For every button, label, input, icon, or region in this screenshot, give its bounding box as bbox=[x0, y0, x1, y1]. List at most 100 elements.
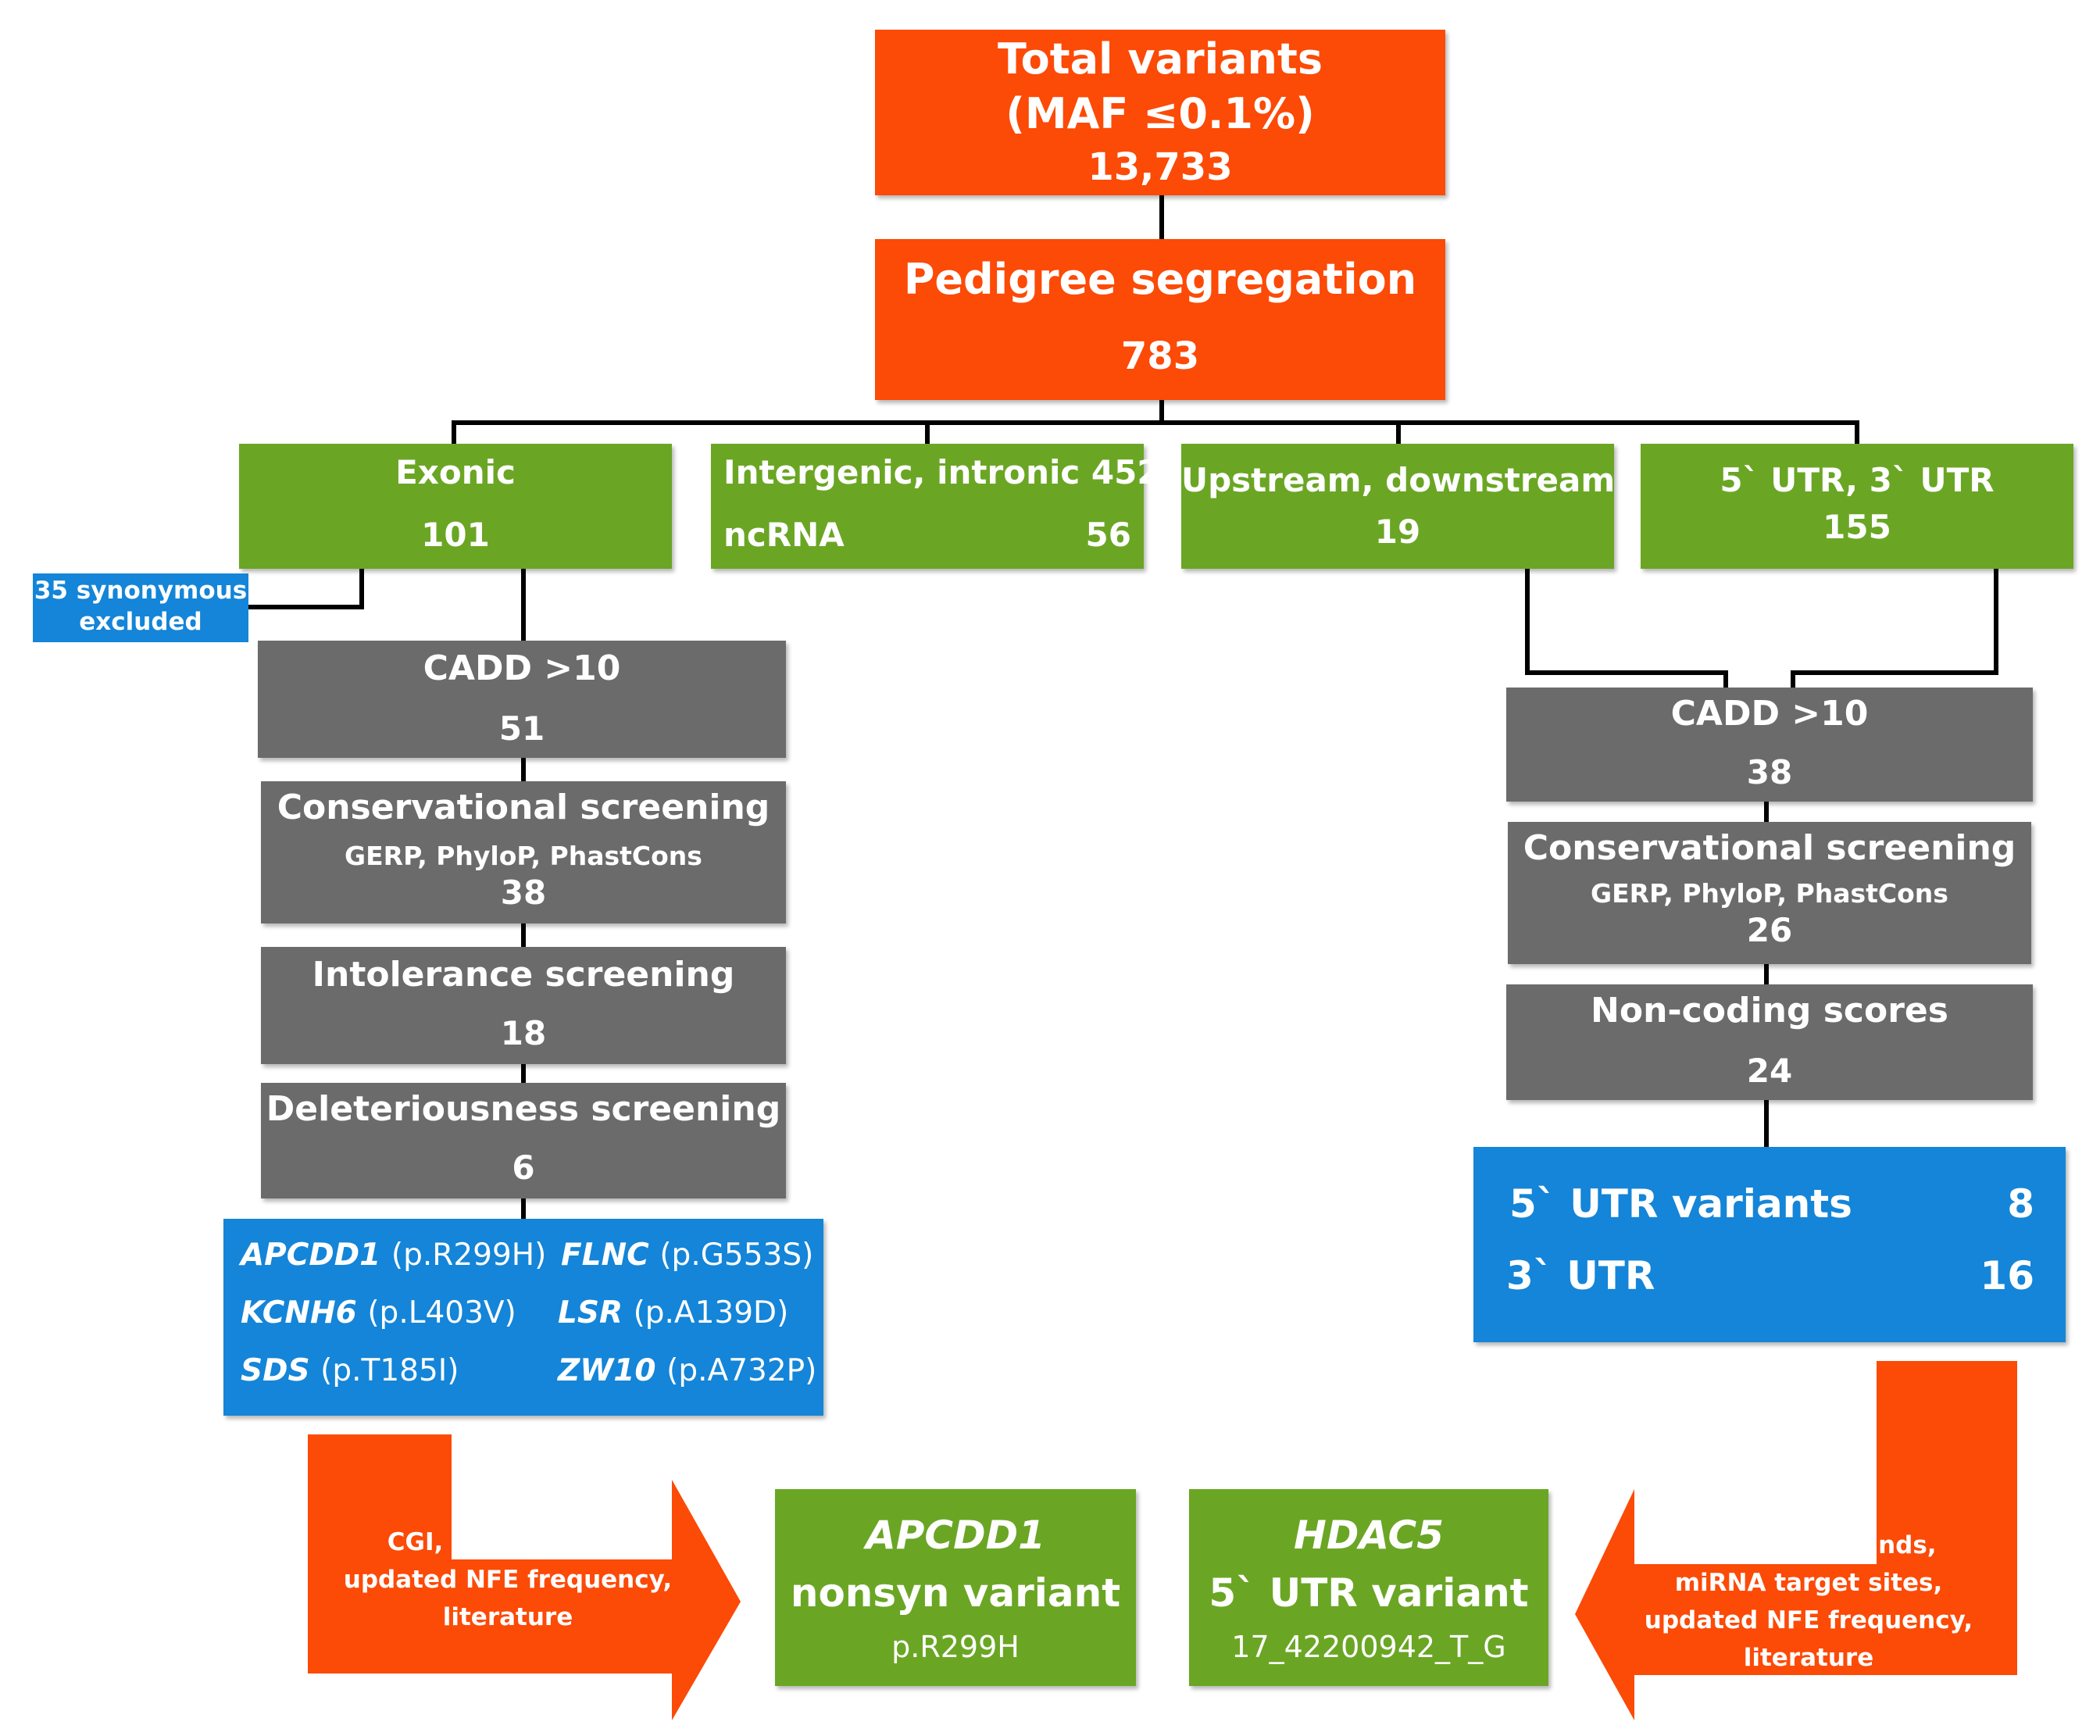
candidate-genes-box: APCDD1 (p.R299H) FLNC (p.G553S) KCNH6 (p… bbox=[223, 1219, 823, 1416]
connector-updown-down bbox=[1525, 569, 1530, 675]
right-noncoding-label: Non-coding scores bbox=[1591, 991, 1948, 1031]
exonic-box: Exonic 101 bbox=[239, 444, 672, 569]
intergenic-box: Intergenic, intronic 452 ncRNA 56 bbox=[711, 444, 1160, 569]
left-conservational-box: Conservational screening GERP, PhyloP, P… bbox=[261, 781, 786, 923]
upstream-downstream-box: Upstream, downstream 19 bbox=[1181, 444, 1616, 569]
ncrna-count: 56 bbox=[1085, 516, 1131, 554]
connector-updown-horizontal bbox=[1525, 670, 1728, 675]
left-intolerance-label: Intolerance screening bbox=[312, 955, 735, 995]
left-arrow-line3: literature bbox=[442, 1603, 573, 1631]
left-arrow-shape bbox=[308, 1434, 741, 1720]
utr5-variants-label: 5` UTR variants bbox=[1509, 1181, 1852, 1227]
left-deleteriousness-label: Deleteriousness screening bbox=[266, 1089, 781, 1129]
utr5-variants-count: 8 bbox=[2007, 1181, 2034, 1227]
connector-right-step-1-2 bbox=[1764, 802, 1769, 822]
connector-updown-right-cadd bbox=[1723, 670, 1728, 688]
result-apcdd1-gene: APCDD1 bbox=[866, 1513, 1045, 1558]
right-cadd-label: CADD >10 bbox=[1670, 694, 1869, 734]
right-cadd-box: CADD >10 38 bbox=[1506, 688, 2033, 802]
left-conservational-label: Conservational screening bbox=[277, 788, 770, 827]
connector-pedigree-branch bbox=[1159, 400, 1164, 423]
gene-item-sds: SDS (p.T185I) bbox=[241, 1353, 459, 1388]
right-noncoding-box: Non-coding scores 24 bbox=[1506, 984, 2033, 1100]
right-arrow-shape bbox=[1575, 1361, 2017, 1720]
left-intolerance-box: Intolerance screening 18 bbox=[261, 947, 786, 1064]
exonic-label: Exonic bbox=[395, 453, 516, 491]
connector-left-step-1-2 bbox=[521, 758, 526, 781]
right-noncoding-count: 24 bbox=[1746, 1052, 1793, 1090]
total-variants-maf: (MAF ≤0.1%) bbox=[1005, 89, 1315, 138]
utr3-variants-label: 3` UTR bbox=[1506, 1253, 1655, 1298]
left-arrow-line1: CGI, Snap2 score, bbox=[387, 1528, 629, 1556]
utr-count: 155 bbox=[1823, 508, 1891, 546]
connector-total-pedigree bbox=[1159, 195, 1164, 239]
ncrna-label: ncRNA bbox=[723, 516, 845, 554]
connector-branch-exonic bbox=[452, 420, 456, 444]
connector-left-step-4-genes bbox=[521, 1198, 526, 1219]
connector-exonic-synonymous bbox=[359, 569, 364, 609]
left-cadd-box: CADD >10 51 bbox=[258, 641, 786, 758]
result-apcdd1-detail: p.R299H bbox=[891, 1630, 1020, 1664]
left-intolerance-count: 18 bbox=[500, 1014, 547, 1052]
connector-exonic-cadd bbox=[521, 569, 526, 641]
utr-label: 5` UTR, 3` UTR bbox=[1720, 461, 1995, 499]
result-hdac5-box: HDAC5 5` UTR variant 17_42200942_T_G bbox=[1189, 1489, 1548, 1686]
utr-variants-box: 5` UTR variants 8 3` UTR 16 bbox=[1473, 1147, 2066, 1342]
pedigree-segregation-label: Pedigree segregation bbox=[903, 255, 1417, 304]
connector-utr-right-cadd bbox=[1791, 670, 1795, 688]
result-hdac5-gene: HDAC5 bbox=[1294, 1513, 1444, 1558]
pedigree-segregation-count: 783 bbox=[1120, 334, 1200, 378]
connector-branch-intergenic bbox=[925, 420, 930, 444]
connector-synonymous-horizontal bbox=[247, 605, 364, 609]
left-cadd-count: 51 bbox=[498, 709, 545, 748]
exonic-count: 101 bbox=[421, 516, 490, 554]
total-variants-box: Total variants (MAF ≤0.1%) 13,733 bbox=[875, 30, 1445, 195]
right-arrow-line3: updated NFE frequency, bbox=[1644, 1606, 1973, 1634]
utr-box: 5` UTR, 3` UTR 155 bbox=[1641, 444, 2073, 569]
gene-item-apcdd1: APCDD1 (p.R299H) bbox=[241, 1238, 547, 1273]
synonymous-count: 35 synonymous bbox=[34, 577, 248, 605]
right-arrow-line2: miRNA target sites, bbox=[1674, 1569, 1943, 1597]
upstream-downstream-label: Upstream, downstream bbox=[1181, 461, 1616, 499]
result-apcdd1-type: nonsyn variant bbox=[790, 1570, 1121, 1616]
intergenic-label: Intergenic, intronic 452 bbox=[723, 453, 1160, 491]
right-conservational-count: 26 bbox=[1746, 911, 1793, 949]
total-variants-count: 13,733 bbox=[1088, 145, 1233, 189]
left-cadd-label: CADD >10 bbox=[423, 648, 621, 688]
connector-branch-horizontal bbox=[452, 420, 1859, 425]
right-conservational-label: Conservational screening bbox=[1523, 828, 2016, 868]
left-conservational-count: 38 bbox=[500, 873, 547, 912]
left-arrow-text: CGI, Snap2 score, updated NFE frequency,… bbox=[328, 1523, 688, 1636]
left-conservational-tools: GERP, PhyloP, PhastCons bbox=[345, 841, 702, 871]
left-arrow-line2: updated NFE frequency, bbox=[343, 1566, 673, 1594]
gene-item-flnc: FLNC (p.G553S) bbox=[561, 1238, 814, 1273]
utr3-variants-count: 16 bbox=[1980, 1253, 2034, 1298]
synonymous-excluded-box: 35 synonymous excluded bbox=[33, 573, 248, 642]
connector-utr-horizontal bbox=[1791, 670, 1998, 675]
connector-branch-updown bbox=[1396, 420, 1401, 444]
connector-utr-down bbox=[1994, 569, 1998, 675]
connector-right-step-2-3 bbox=[1764, 964, 1769, 984]
upstream-downstream-count: 19 bbox=[1374, 513, 1421, 551]
result-hdac5-type: 5` UTR variant bbox=[1209, 1570, 1529, 1616]
gene-item-lsr: LSR (p.A139D) bbox=[558, 1295, 789, 1331]
result-hdac5-detail: 17_42200942_T_G bbox=[1231, 1630, 1506, 1664]
right-cadd-count: 38 bbox=[1746, 753, 1793, 791]
right-conservational-tools: GERP, PhyloP, PhastCons bbox=[1591, 878, 1948, 909]
right-arrow-line1: TFBS, CpG islands, bbox=[1680, 1531, 1937, 1559]
right-arrow-text: TFBS, CpG islands, miRNA target sites, u… bbox=[1633, 1527, 1984, 1677]
synonymous-excluded: excluded bbox=[79, 608, 202, 636]
pedigree-segregation-box: Pedigree segregation 783 bbox=[875, 239, 1445, 400]
gene-item-zw10: ZW10 (p.A732P) bbox=[558, 1353, 817, 1388]
connector-left-step-3-4 bbox=[521, 1064, 526, 1083]
connector-left-step-2-3 bbox=[521, 923, 526, 947]
left-deleteriousness-count: 6 bbox=[512, 1148, 535, 1187]
right-arrow-line4: literature bbox=[1743, 1644, 1874, 1672]
left-deleteriousness-box: Deleteriousness screening 6 bbox=[261, 1083, 786, 1198]
total-variants-title: Total variants bbox=[998, 34, 1323, 84]
right-conservational-box: Conservational screening GERP, PhyloP, P… bbox=[1508, 822, 2031, 964]
result-apcdd1-box: APCDD1 nonsyn variant p.R299H bbox=[775, 1489, 1136, 1686]
connector-right-step-3-utr bbox=[1764, 1100, 1769, 1147]
gene-item-kcnh6: KCNH6 (p.L403V) bbox=[241, 1295, 516, 1331]
